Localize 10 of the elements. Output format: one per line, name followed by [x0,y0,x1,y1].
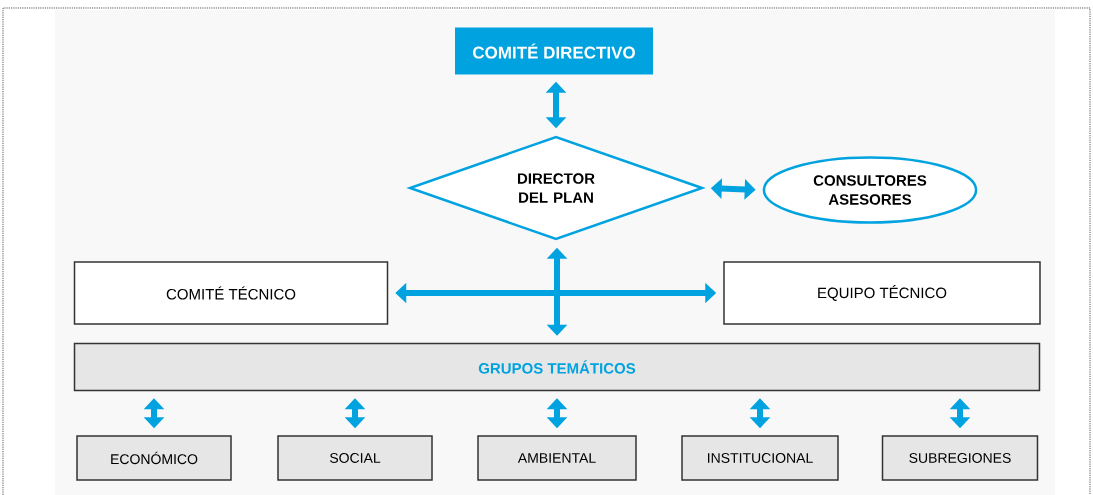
category-box: AMBIENTAL [477,435,637,481]
category-box: SUBREGIONES [881,435,1039,481]
category-box: INSTITUCIONAL [681,435,839,481]
process-box: EQUIPO TÉCNICO [723,261,1041,325]
ellipse-node: CONSULTORES ASESORES [762,156,978,224]
process-box: COMITÉ TÉCNICO [73,261,389,325]
title-box: COMITÉ DIRECTIVO [455,27,653,75]
group-band: GRUPOS TEMÁTICOS [73,342,1041,392]
category-box: ECONÓMICO [76,435,232,481]
category-box: SOCIAL [277,435,433,481]
